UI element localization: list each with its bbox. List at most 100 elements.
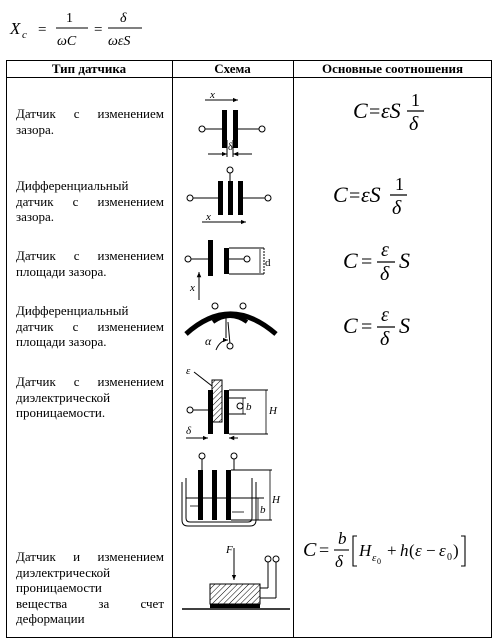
scheme-dielectric: ε b H δ bbox=[186, 365, 278, 441]
f6-eps-sub: ε bbox=[372, 552, 377, 564]
f6-C: C bbox=[303, 539, 317, 561]
f6-zero-sub: 0 bbox=[377, 557, 381, 566]
f2-C: C bbox=[333, 182, 348, 207]
f4-eps: ε bbox=[381, 304, 389, 326]
f3-S: S bbox=[399, 248, 410, 273]
f6-plus: + bbox=[387, 541, 397, 560]
f6-b: b bbox=[338, 529, 347, 548]
f2-one: 1 bbox=[395, 174, 404, 194]
s2-x: x bbox=[205, 211, 211, 223]
formula-row-2: C = εS 1 δ bbox=[333, 174, 407, 219]
f6-delta: δ bbox=[335, 552, 344, 571]
row-6-type-line-4: вещества за счет bbox=[16, 595, 164, 611]
row-4-type-line-1: Дифференциальный bbox=[16, 303, 129, 318]
scheme-area: d x bbox=[184, 240, 271, 300]
s3-d: d bbox=[265, 257, 271, 269]
f6-h: h bbox=[400, 541, 409, 560]
row-5-type: Датчик с изменением диэлектрической прон… bbox=[16, 374, 164, 421]
f1-delta: δ bbox=[409, 113, 419, 135]
scheme-deformation: F bbox=[182, 544, 290, 610]
formula-den-1: ωC bbox=[57, 34, 77, 49]
f1-C: C bbox=[353, 98, 368, 123]
s6-F: F bbox=[225, 544, 233, 556]
s3-x: x bbox=[189, 282, 195, 294]
s1-x: x bbox=[209, 89, 215, 101]
scheme-gap: x δ bbox=[198, 89, 266, 157]
row-2-type: Дифференциальный датчик с изменением заз… bbox=[16, 178, 164, 225]
s5-H: H bbox=[268, 405, 278, 417]
f6-zero: 0 bbox=[447, 552, 452, 563]
f3-C: C bbox=[343, 248, 358, 273]
f4-C: C bbox=[343, 313, 358, 338]
row-6-type-line-1: Датчик и изменением bbox=[16, 549, 164, 564]
s4-alpha: α bbox=[205, 334, 212, 348]
f1-one: 1 bbox=[411, 90, 420, 110]
row-1-type-line-1: Датчик с изменением bbox=[16, 106, 164, 121]
f4-eq: = bbox=[361, 316, 372, 338]
row-4-type: Дифференциальный датчик с изменением пло… bbox=[16, 303, 164, 350]
scheme-diff-area: α bbox=[184, 302, 278, 351]
s5b-H: H bbox=[271, 494, 281, 506]
row-5-type-line-1: Датчик с изменением bbox=[16, 374, 164, 389]
schemes-column: x δ x d bbox=[181, 89, 290, 610]
s5-delta: δ bbox=[186, 425, 192, 437]
row-6-type-line-2: диэлектрической bbox=[16, 564, 111, 580]
row-1-type-line-2: зазора. bbox=[16, 121, 54, 137]
row-4-type-line-2: датчик с изменением bbox=[16, 318, 164, 334]
row-2-type-line-1: Дифференциальный bbox=[16, 178, 129, 193]
formula-row-4: C = ε δ S bbox=[343, 304, 410, 350]
row-6-type-line-5: деформации bbox=[16, 611, 85, 626]
f4-delta: δ bbox=[380, 328, 390, 350]
formula-row-6: C = b δ H ε 0 + h ( ε − ε 0 ) bbox=[303, 529, 466, 571]
f6-eps: ε bbox=[415, 541, 422, 560]
formula-lhs: X bbox=[9, 19, 21, 38]
scheme-diff-gap: x bbox=[186, 166, 272, 225]
formula-den-2: ωεS bbox=[108, 34, 130, 49]
formula-num-2: δ bbox=[120, 11, 127, 26]
sensor-table bbox=[6, 60, 492, 638]
formula-eq-1: = bbox=[38, 22, 46, 38]
header-type: Тип датчика bbox=[51, 61, 127, 76]
f4-S: S bbox=[399, 313, 410, 338]
s5-b: b bbox=[246, 401, 252, 413]
f3-delta: δ bbox=[380, 263, 390, 285]
header-scheme: Схема bbox=[214, 61, 251, 76]
formula-lhs-sub: c bbox=[22, 29, 27, 41]
row-3-type: Датчик с изменением площади зазора. bbox=[16, 248, 164, 279]
relations-column: .f{font-family:"Liberation Serif","DejaV… bbox=[303, 90, 466, 571]
f2-eq: = bbox=[349, 185, 360, 207]
f6-eq: = bbox=[319, 540, 329, 560]
s5b-b: b bbox=[260, 504, 266, 516]
row-6-type: Датчик и изменением диэлектрической прон… bbox=[16, 549, 164, 627]
top-formula: X c = 1 ωC = δ ωεS bbox=[8, 4, 208, 52]
scheme-liquid: b H bbox=[181, 452, 281, 527]
f1-epsS: εS bbox=[381, 98, 401, 123]
f6-eps0: ε bbox=[439, 541, 446, 560]
row-3-type-line-2: площади зазора. bbox=[16, 263, 107, 279]
f6-close: ) bbox=[453, 541, 459, 560]
table-grid bbox=[6, 60, 492, 638]
f3-eps: ε bbox=[381, 239, 389, 261]
row-2-type-line-3: зазора. bbox=[16, 209, 54, 224]
formula-row-3: C = ε δ S bbox=[343, 239, 410, 285]
row-1-type: Датчик с изменением зазора. bbox=[16, 106, 164, 137]
row-5-type-line-3: проницаемости. bbox=[16, 405, 106, 420]
formula-eq-2: = bbox=[94, 22, 102, 38]
row-6-type-line-3: проницаемости bbox=[16, 580, 102, 595]
formula-num-1: 1 bbox=[66, 11, 73, 26]
f2-delta: δ bbox=[392, 197, 402, 219]
s1-delta: δ bbox=[228, 142, 233, 153]
row-3-type-line-1: Датчик с изменением bbox=[16, 248, 164, 263]
s5-eps: ε bbox=[186, 365, 191, 377]
header-relations: Основные соотношения bbox=[322, 61, 463, 76]
f2-epsS: εS bbox=[361, 182, 381, 207]
row-5-type-line-2: диэлектрической bbox=[16, 389, 111, 405]
row-4-type-line-3: площади зазора. bbox=[16, 334, 107, 349]
top-formula-svg: X c = 1 ωC = δ ωεS bbox=[9, 11, 142, 49]
f1-eq: = bbox=[369, 101, 380, 123]
formula-row-1: C = εS 1 δ bbox=[353, 90, 424, 135]
f6-minus: − bbox=[426, 541, 436, 560]
f6-open: ( bbox=[409, 541, 415, 560]
f3-eq: = bbox=[361, 251, 372, 273]
f6-H: H bbox=[358, 541, 373, 560]
